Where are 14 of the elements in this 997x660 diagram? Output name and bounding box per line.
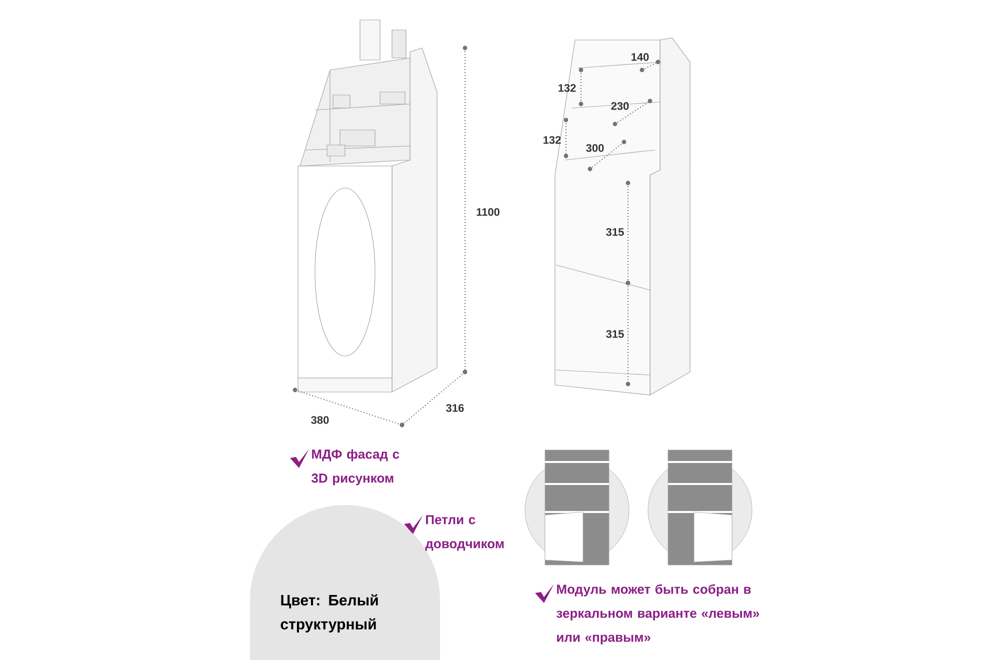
dimension-label: 315 (606, 330, 624, 338)
dimension-label: 316 (446, 404, 464, 412)
dimension-label: 315 (606, 228, 624, 236)
feature-text: Петли с доводчиком (425, 515, 504, 551)
dimension-label: 132 (558, 84, 576, 92)
color-text: Цвет: Белый структурный (280, 594, 378, 632)
feature-text: МДФ фасад с 3D рисунком (312, 449, 400, 486)
dimension-label: 140 (632, 53, 649, 61)
feature-text: Модуль может быть собран в зеркальном варианте «левым» или «правым» (556, 584, 760, 644)
dimension-label: 300 (586, 144, 604, 152)
dimension-label: 1100 (476, 208, 500, 216)
dimension-label: 230 (611, 102, 629, 110)
dimension-label: 132 (544, 136, 561, 144)
dimension-label: 380 (311, 416, 329, 424)
